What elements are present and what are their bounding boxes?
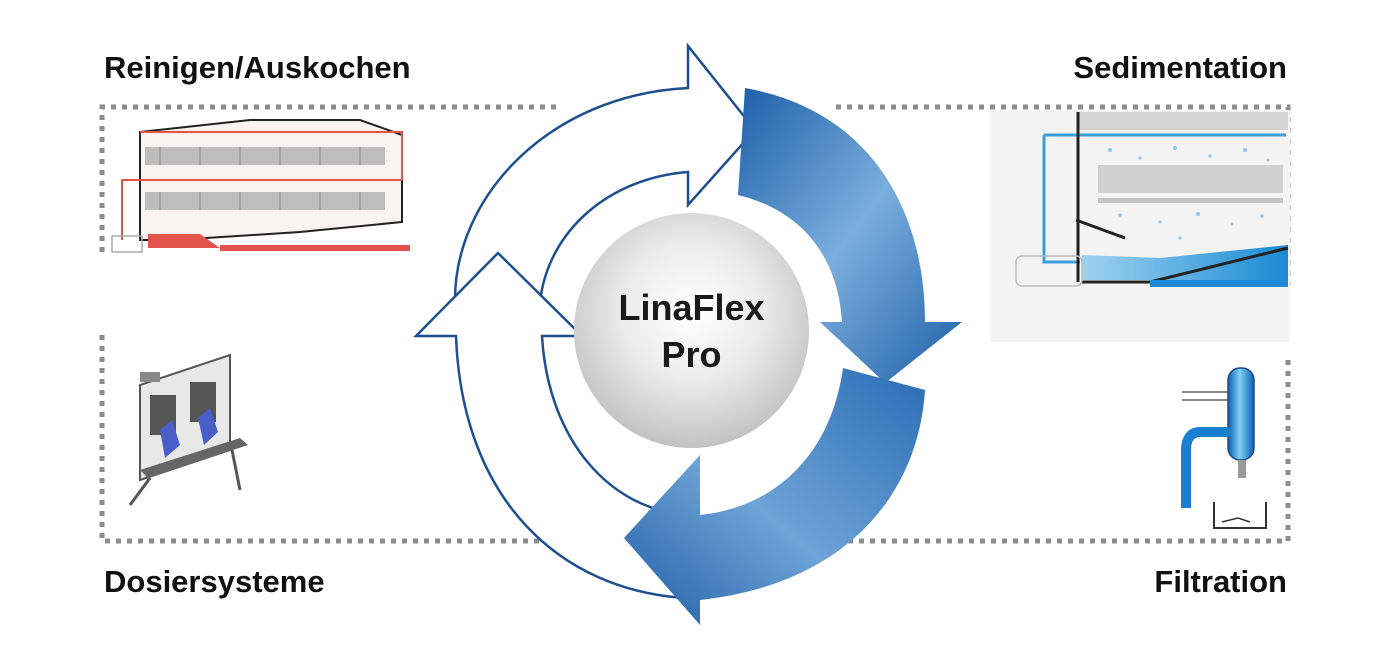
center-title-line2: Pro: [661, 333, 722, 375]
cycle-arrow-blue-top: [738, 88, 962, 383]
cycle-arrow-outline-top: [453, 42, 757, 304]
filtration-unit-icon: [1181, 367, 1267, 529]
dosing-system-icon: [128, 353, 248, 506]
dotted-frame-top-left: [99, 104, 556, 252]
cleaning-tank-icon: [111, 118, 412, 258]
center-title-line1: LinaFlex: [618, 286, 765, 328]
sedimentation-tank-icon: [990, 110, 1290, 342]
center-hub: LinaFlex Pro: [574, 213, 809, 448]
label-cleaning: Reinigen/Auskochen: [104, 50, 411, 85]
dotted-frame-bottom-left: [99, 335, 556, 544]
cycle-arrow-outline-bottom: [413, 251, 690, 600]
dotted-frame-top-right: [836, 104, 1291, 285]
cycle-arrow-blue-bottom: [624, 368, 925, 625]
dotted-frame-bottom-right: [836, 360, 1291, 544]
label-sedimentation: Sedimentation: [1073, 50, 1287, 85]
label-dosing: Dosiersysteme: [104, 564, 325, 599]
label-filtration: Filtration: [1154, 564, 1287, 599]
